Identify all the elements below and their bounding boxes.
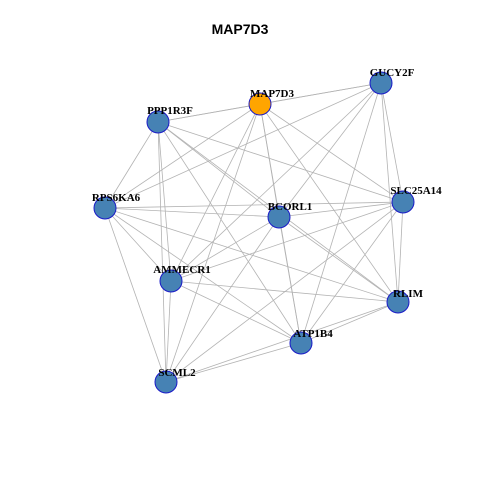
edge-bcorl1-atp1b4 xyxy=(278,216,302,344)
edge-slc25a14-atp1b4 xyxy=(300,201,404,344)
edge-map7d3-ammecr1 xyxy=(170,103,261,282)
edge-gucy2f-slc25a14 xyxy=(380,82,404,203)
edge-ppp1r3f-atp1b4 xyxy=(157,121,302,344)
node-label-map7d3: MAP7D3 xyxy=(250,88,294,100)
edge-slc25a14-bcorl1 xyxy=(278,201,404,218)
edge-ammecr1-atp1b4 xyxy=(170,280,302,344)
edge-gucy2f-rlim xyxy=(380,82,399,303)
node-rps6ka6 xyxy=(93,196,117,220)
edge-rps6ka6-ammecr1 xyxy=(104,207,172,282)
edge-bcorl1-rlim xyxy=(278,216,399,303)
edge-rlim-scml2 xyxy=(165,301,399,383)
node-ammecr1 xyxy=(159,269,183,293)
edge-ppp1r3f-ammecr1 xyxy=(157,121,172,282)
node-map7d3 xyxy=(248,92,272,116)
edge-rps6ka6-bcorl1 xyxy=(104,207,280,218)
node-label-rps6ka6: RPS6KA6 xyxy=(92,192,141,204)
edge-gucy2f-bcorl1 xyxy=(278,82,382,218)
node-label-ammecr1: AMMECR1 xyxy=(153,264,210,276)
edge-ppp1r3f-scml2 xyxy=(157,121,167,383)
labels-layer: MAP7D3 GUCY2F PPP1R3F SLC25A14RPS6KA6BCORL1… xyxy=(92,67,442,379)
edge-gucy2f-rps6ka6 xyxy=(104,82,382,209)
edge-bcorl1-ammecr1 xyxy=(170,216,280,282)
edge-slc25a14-rlim xyxy=(397,201,404,303)
node-gucy2f xyxy=(369,71,393,95)
edge-ppp1r3f-rps6ka6 xyxy=(104,121,159,209)
edge-map7d3-rlim xyxy=(259,103,399,303)
edge-atp1b4-scml2 xyxy=(165,342,302,383)
edge-gucy2f-atp1b4 xyxy=(300,82,382,344)
node-label-ppp1r3f: PPP1R3F xyxy=(147,105,193,117)
edge-ammecr1-scml2 xyxy=(165,280,172,383)
node-label-scml2: SCML2 xyxy=(158,367,196,379)
node-label-rlim: RLIM xyxy=(393,288,424,300)
node-ppp1r3f xyxy=(146,110,170,134)
edge-rps6ka6-rlim xyxy=(104,207,399,303)
edge-rlim-atp1b4 xyxy=(300,301,399,344)
edge-bcorl1-scml2 xyxy=(165,216,280,383)
node-slc25a14 xyxy=(391,190,415,214)
edge-ppp1r3f-slc25a14 xyxy=(157,121,404,203)
nodes-layer xyxy=(93,71,415,394)
edge-slc25a14-scml2 xyxy=(165,201,404,383)
node-label-bcorl1: BCORL1 xyxy=(268,201,313,213)
edge-ammecr1-rlim xyxy=(170,280,399,303)
edge-map7d3-slc25a14 xyxy=(259,103,404,203)
node-label-gucy2f: GUCY2F xyxy=(370,67,415,79)
node-label-atp1b4: ATP1B4 xyxy=(293,328,333,340)
node-bcorl1 xyxy=(267,205,291,229)
edge-rps6ka6-slc25a14 xyxy=(104,201,404,209)
node-rlim xyxy=(386,290,410,314)
edge-rps6ka6-atp1b4 xyxy=(104,207,302,344)
edge-rps6ka6-scml2 xyxy=(104,207,167,383)
figure-title: MAP7D3 xyxy=(211,21,269,37)
node-atp1b4 xyxy=(289,331,313,355)
node-scml2 xyxy=(154,370,178,394)
node-label-slc25a14: SLC25A14 xyxy=(390,185,442,197)
edge-ppp1r3f-bcorl1 xyxy=(157,121,280,218)
edge-slc25a14-ammecr1 xyxy=(170,201,404,282)
edge-gucy2f-ammecr1 xyxy=(170,82,382,282)
edge-map7d3-rps6ka6 xyxy=(104,103,261,209)
